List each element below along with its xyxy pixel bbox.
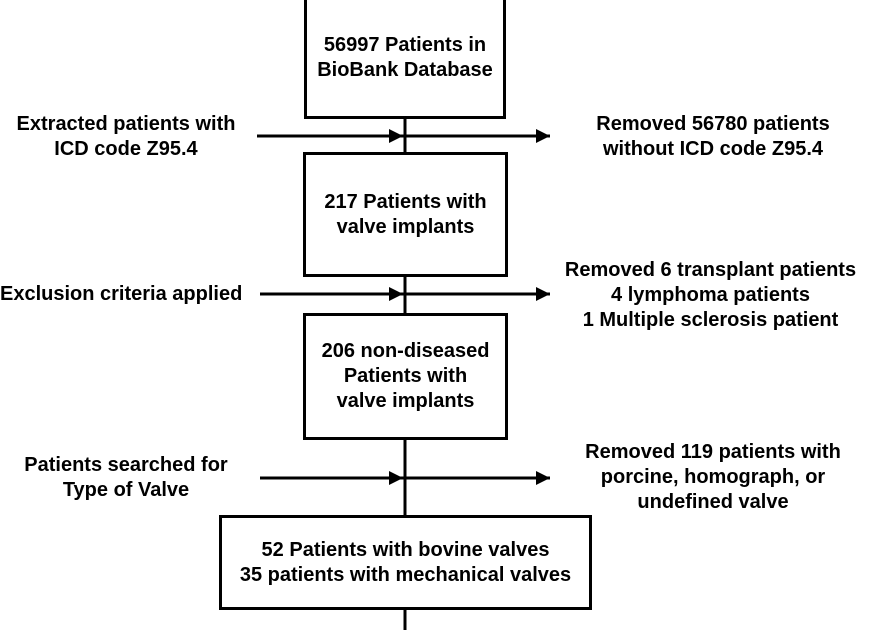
step-searched: Patients searched for Type of Valve (0, 453, 252, 503)
removed-no-icd-line-1: Removed 56780 patients (596, 113, 830, 135)
box-final-line-1: 52 Patients with bovine valves (261, 538, 550, 561)
step-extracted: Extracted patients with ICD code Z95.4 (0, 112, 252, 162)
removed-excluded: Removed 6 transplant patients 4 lymphoma… (552, 258, 869, 333)
step-exclusion-line-1: Exclusion criteria applied (0, 283, 243, 305)
box-non-diseased-line-1: 206 non-diseased (321, 340, 490, 362)
box-final-line-2: 35 patients with mechanical valves (239, 563, 572, 586)
removed-excluded-line-1: Removed 6 transplant patients (564, 259, 857, 281)
box-database: 56997 Patients in BioBank Database (304, 0, 506, 119)
box-valve-implants-line-2: valve implants (336, 215, 475, 238)
removed-valve-type: Removed 119 patients with porcine, homog… (562, 440, 864, 515)
box-database-line-2: BioBank Database (317, 59, 493, 81)
step-extracted-line-2: ICD code Z95.4 (54, 138, 198, 160)
box-non-diseased-line-3: valve implants (336, 390, 475, 412)
step-exclusion: Exclusion criteria applied (0, 282, 242, 307)
step-searched-line-2: Type of Valve (62, 479, 190, 501)
box-non-diseased: 206 non-diseased Patients with valve imp… (303, 313, 508, 440)
removed-valve-type-line-1: Removed 119 patients with (585, 441, 841, 463)
box-valve-implants: 217 Patients with valve implants (303, 152, 508, 277)
box-database-line-1: 56997 Patients in (323, 34, 487, 56)
removed-valve-type-line-3: undefined valve (637, 491, 789, 513)
box-non-diseased-line-2: Patients with (343, 365, 468, 387)
removed-excluded-line-3: 1 Multiple sclerosis patient (582, 309, 839, 331)
removed-no-icd-line-2: without ICD code Z95.4 (602, 138, 824, 160)
removed-excluded-line-2: 4 lymphoma patients (611, 284, 810, 306)
removed-valve-type-line-2: porcine, homograph, or (600, 466, 826, 488)
box-final-cohort: 52 Patients with bovine valves 35 patien… (219, 515, 592, 610)
removed-no-icd: Removed 56780 patients without ICD code … (562, 112, 864, 162)
step-extracted-line-1: Extracted patients with (16, 113, 236, 135)
box-valve-implants-line-1: 217 Patients with (324, 190, 487, 213)
step-searched-line-1: Patients searched for (24, 454, 228, 476)
